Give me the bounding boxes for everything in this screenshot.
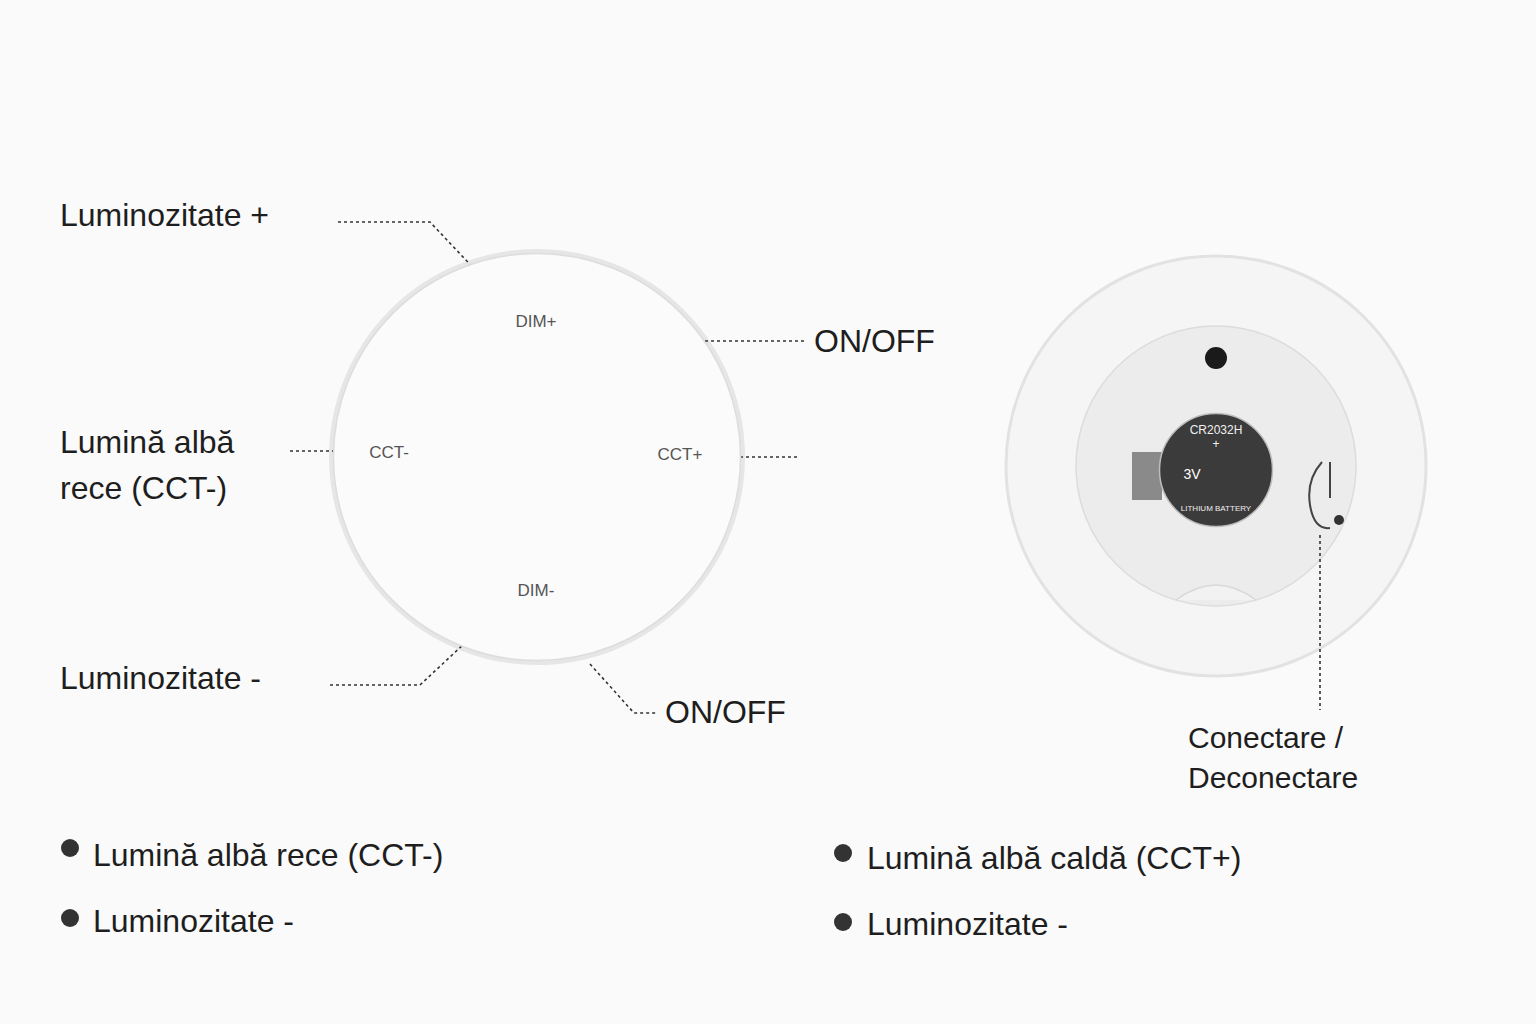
callout-label: Luminozitate - xyxy=(93,898,294,944)
button-label: DIM+ xyxy=(515,312,556,332)
callout-label: Conectare / Deconectare xyxy=(1188,718,1403,798)
button-label: + xyxy=(1212,437,1219,451)
remote-front-detail xyxy=(332,252,742,662)
callout-label: Lumină albă rece (CCT-) xyxy=(60,419,295,511)
remote-front: DIM+ CCT- CCT+ DIM- xyxy=(332,252,742,662)
callout-label: Lumină albă caldă (CCT+) xyxy=(867,835,1241,881)
callout-label: Lumină albă rece (CCT-) xyxy=(93,832,443,878)
callout-label: ON/OFF xyxy=(665,689,786,735)
button-label: DIM- xyxy=(518,581,555,601)
callout-label: Luminozitate - xyxy=(60,655,261,701)
remote-back xyxy=(1006,256,1426,676)
callout-label: Luminozitate + xyxy=(60,192,269,238)
callout-label: Luminozitate - xyxy=(867,901,1068,947)
button-label: 3V xyxy=(1183,466,1200,482)
coin-battery: CR2032H+3V LITHIUM BATTERY xyxy=(1158,412,1274,528)
button-label: CCT- xyxy=(369,443,409,463)
leader-lines xyxy=(290,222,1320,713)
button-label: CR2032H xyxy=(1190,423,1243,437)
button-label: LITHIUM BATTERY xyxy=(1181,504,1251,513)
button-label: CCT+ xyxy=(658,445,703,465)
callout-label: ON/OFF xyxy=(814,318,935,364)
